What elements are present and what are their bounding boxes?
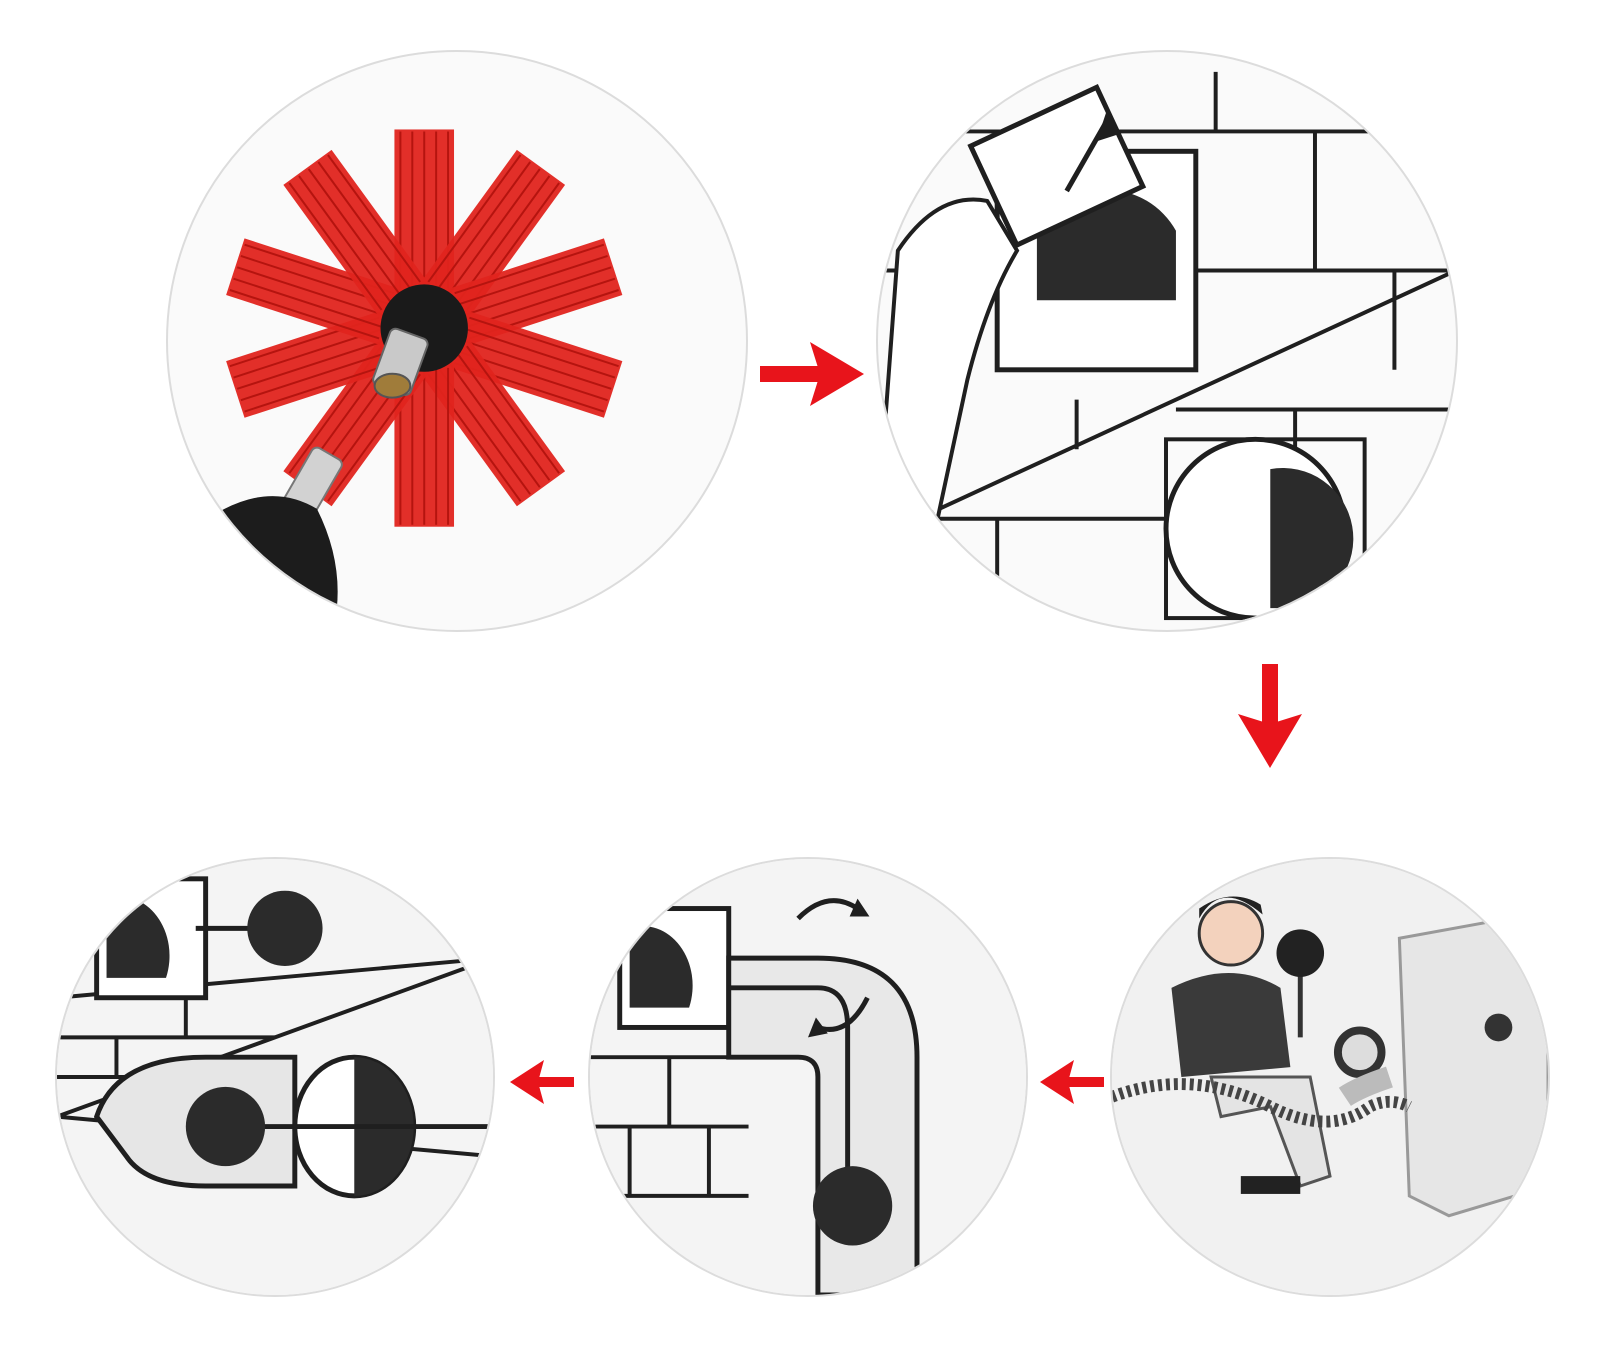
bristle-strand [317, 161, 412, 290]
step-5-brush-exits-vent [55, 857, 495, 1297]
man-head [1197, 900, 1265, 967]
dryer-knob-icon [1484, 1013, 1513, 1042]
upper-brush-head [247, 890, 323, 967]
bristle-strand [236, 266, 387, 317]
shaft-opening [373, 372, 412, 399]
vent-cover-illustration [878, 71, 1456, 630]
hand [878, 197, 1020, 521]
held-brush-head [1276, 929, 1325, 977]
bristle-strand [427, 154, 522, 283]
vent-cover-flap [967, 84, 1147, 249]
bristle-strand [244, 362, 395, 413]
dryer-hose [1338, 1066, 1393, 1107]
bristle-strand [466, 345, 560, 474]
bristle-strand [446, 168, 541, 297]
bristle-strand [458, 255, 608, 306]
brush-head [812, 1166, 893, 1246]
bristle-strand [456, 352, 551, 481]
arrow-left-icon [1040, 1060, 1104, 1104]
bristle-strand [446, 359, 541, 488]
arrow-down-icon [1234, 664, 1306, 768]
lift-arrow-icon [1096, 111, 1122, 142]
elbow-duct-illustration [590, 859, 1026, 1295]
step-3-insert-brush-in-dryer-vent [1110, 857, 1550, 1297]
man-hair [1199, 896, 1263, 919]
man-shirt [1171, 972, 1291, 1077]
vent-opening [629, 926, 693, 1008]
dryer-appliance [1397, 916, 1548, 1218]
drill-chuck [187, 496, 338, 630]
bristle-strand [461, 266, 612, 317]
bristle-strand [233, 277, 384, 329]
bristle-strand [469, 316, 619, 368]
lower-brush-head [185, 1086, 266, 1167]
flexible-rod [1112, 1078, 1412, 1128]
rotation-arrow-top-head-icon [849, 898, 870, 917]
bristle-strand [288, 182, 383, 311]
arrow-right-icon [760, 338, 864, 410]
brush-exit-illustration [57, 859, 493, 1295]
bristle-strand [461, 339, 612, 390]
step-4-rotate-brush-through-duct [588, 857, 1028, 1297]
step-2-remove-vent-cover [876, 50, 1458, 632]
bristle-strand [465, 328, 616, 379]
brush-rod [728, 985, 851, 1186]
rotation-arrow-bottom-head-icon [808, 1017, 828, 1038]
man-and-dryer-illustration [1112, 859, 1548, 1295]
bristle-strand [298, 175, 393, 304]
rotation-arrow-top-icon [796, 898, 859, 921]
bristle-strand [454, 243, 605, 295]
drill-brush-illustration [187, 129, 623, 630]
arrow-left-icon [510, 1060, 574, 1104]
bristle-strand [229, 289, 380, 340]
wall-vent-hole [1333, 1026, 1386, 1078]
lower-vent-opening [1270, 468, 1354, 609]
bristle-strand [437, 161, 531, 290]
bristle-strand [327, 154, 421, 283]
bristle-strand [240, 350, 391, 402]
bristle-strand [236, 339, 387, 390]
step-1-drill-brush [166, 50, 748, 632]
man-shoe [1240, 1176, 1301, 1194]
bristle-strand [307, 168, 402, 297]
